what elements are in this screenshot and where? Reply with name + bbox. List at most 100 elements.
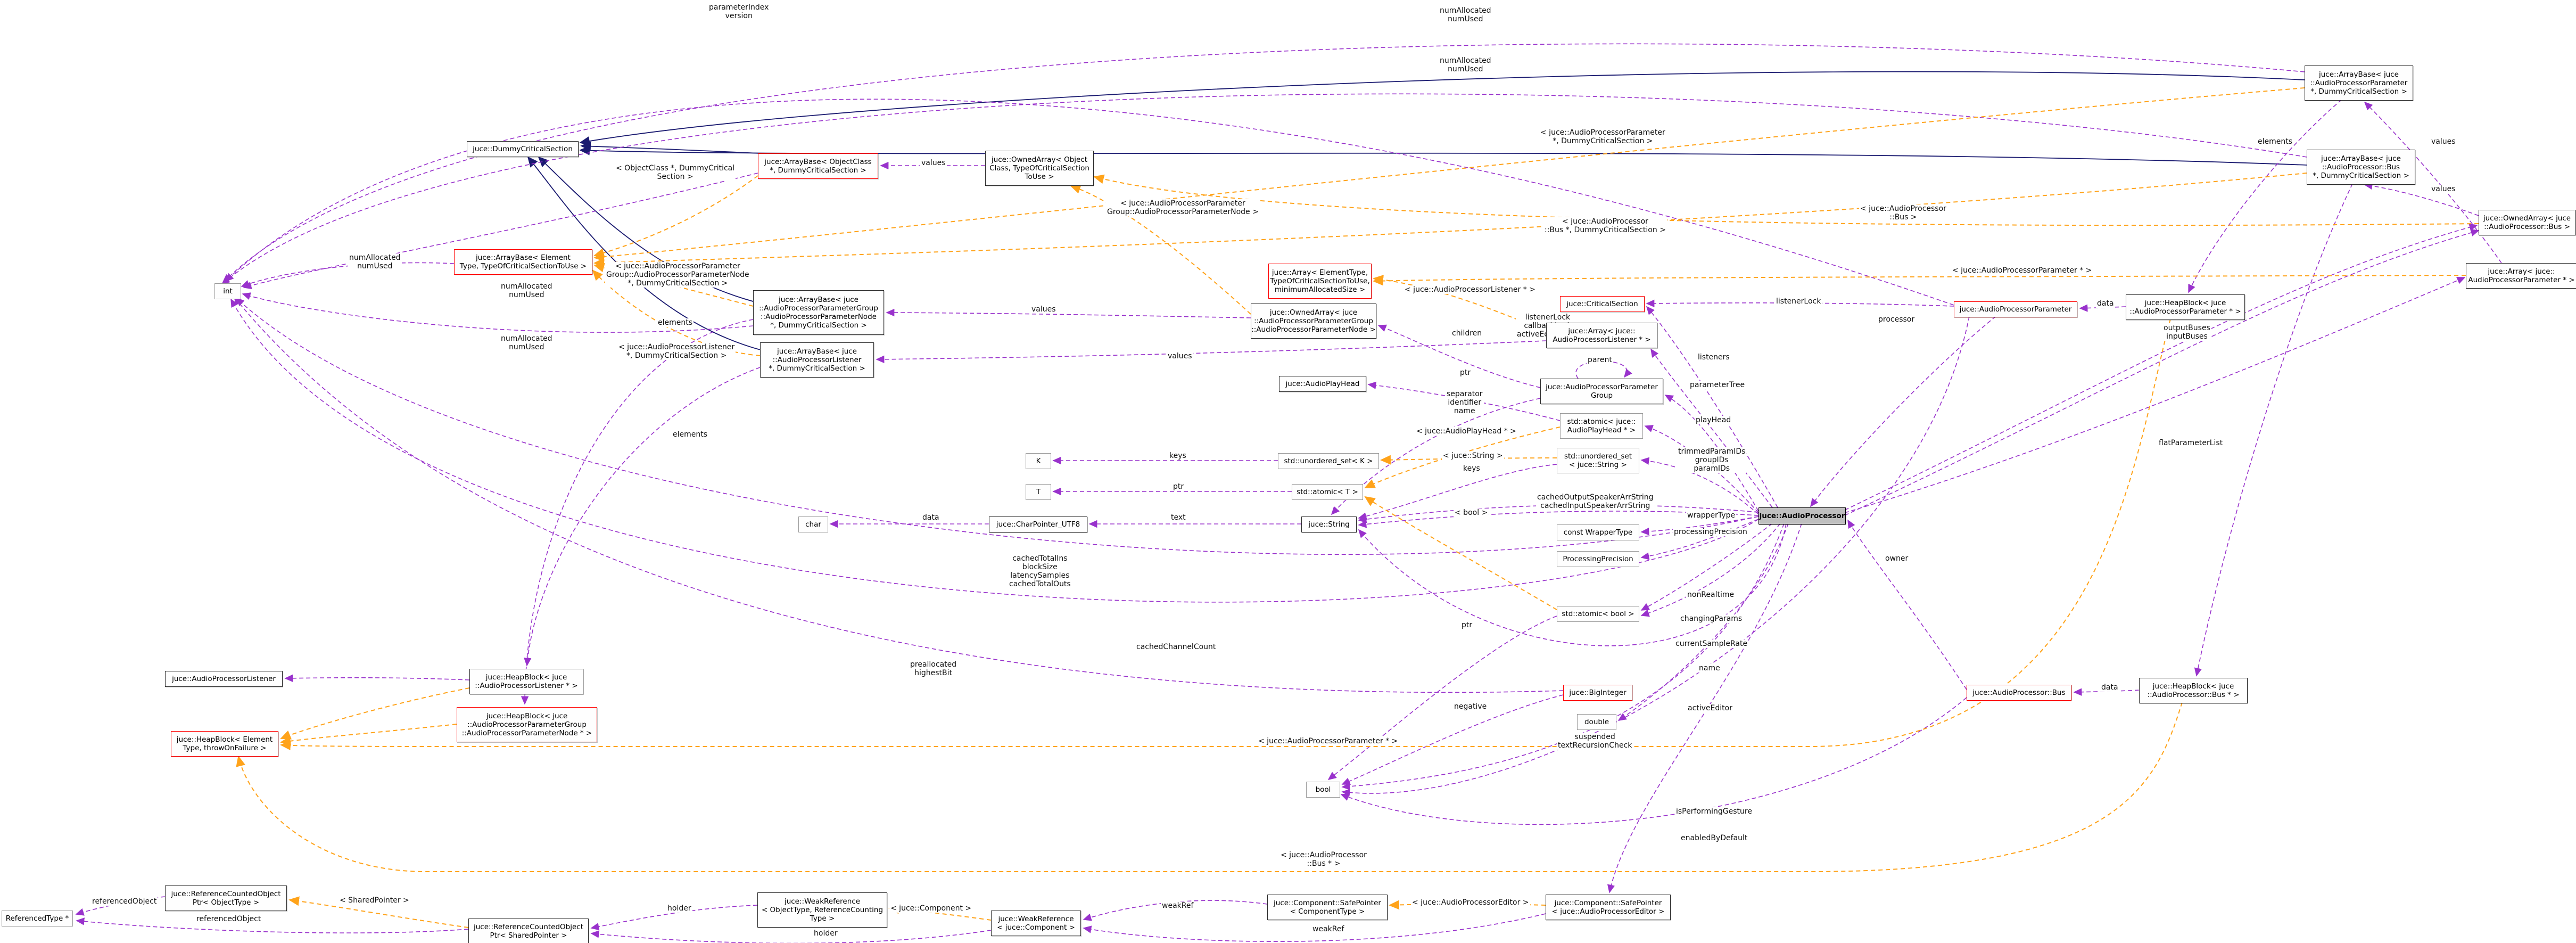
edge-use-41	[1844, 229, 2480, 516]
edge-label: listenerLock	[1775, 297, 1822, 306]
class-node-string[interactable]: juce::String	[1301, 516, 1357, 532]
class-node-int: int	[214, 283, 241, 299]
edge-label: < juce::String >	[1442, 452, 1504, 460]
class-node-safepointer-componenttype[interactable]: juce::Component::SafePointer < Component…	[1267, 895, 1388, 920]
class-node-arraybase-parameternode[interactable]: juce::ArrayBase< juce ::AudioProcessorPa…	[753, 290, 884, 335]
class-node-atomic-t: std::atomic< T >	[1292, 484, 1363, 500]
edge-label: < juce::AudioProcessorParameter * >	[1951, 266, 2093, 275]
edge-use-58	[1341, 316, 1970, 797]
edge-label: listeners	[1697, 353, 1731, 362]
edge-label: values	[1167, 352, 1193, 360]
edge-label: < juce::AudioProcessorListener *, DummyC…	[617, 343, 736, 360]
edge-use-46	[2194, 183, 2353, 677]
edge-use-37	[1847, 519, 1967, 690]
class-node-atomic-bool: std::atomic< bool >	[1557, 606, 1639, 622]
class-node-ownedarray-bus[interactable]: juce::OwnedArray< juce ::AudioProcessor:…	[2479, 210, 2575, 235]
edge-use-15	[221, 93, 2307, 285]
class-node-audioprocessor-parameter[interactable]: juce::AudioProcessorParameter	[1954, 301, 2077, 317]
class-node-arraybase-elementtype[interactable]: juce::ArrayBase< Element Type, TypeOfCri…	[454, 249, 592, 275]
class-node-arraybase-objectclass[interactable]: juce::ArrayBase< ObjectClass *, DummyCri…	[758, 153, 878, 179]
edge-use-8	[521, 319, 754, 705]
edge-label: elements	[657, 318, 694, 327]
edge-label: separator identifier name	[1446, 390, 1484, 415]
edge-label: nonRealtime	[1686, 591, 1736, 599]
edge-label: < ObjectClass *, DummyCritical Section >	[615, 164, 736, 181]
edge-label: ptr	[1459, 368, 1472, 377]
class-node-processing-precision: ProcessingPrecision	[1557, 551, 1639, 567]
class-node-char: char	[798, 516, 828, 532]
class-node-array-listener[interactable]: juce::Array< juce:: AudioProcessorListen…	[1546, 323, 1657, 348]
edge-label: keys	[1168, 452, 1187, 460]
edge-tmpl-82	[288, 896, 469, 928]
edge-inherit-3	[579, 71, 2305, 146]
edge-label: < SharedPointer >	[338, 896, 410, 905]
edge-tmpl-66	[593, 175, 758, 258]
class-node-big-integer[interactable]: juce::BigInteger	[1563, 685, 1632, 701]
class-node-heapblock-parameternode[interactable]: juce::HeapBlock< juce ::AudioProcessorPa…	[457, 707, 597, 742]
edge-label: ptr	[1172, 482, 1185, 491]
class-node-rcop-objecttype[interactable]: juce::ReferenceCountedObject Ptr< Object…	[165, 885, 287, 911]
class-node-heapblock-elementtype[interactable]: juce::HeapBlock< Element Type, throwOnFa…	[171, 731, 278, 757]
edge-label: weakRef	[1161, 901, 1195, 910]
edge-use-13	[225, 99, 1954, 306]
edge-label: < juce::AudioProcessor ::Bus >	[1859, 204, 1947, 222]
edge-label: keys	[1462, 464, 1481, 473]
edge-use-45	[2188, 99, 2342, 293]
class-node-dummy-critical-section[interactable]: juce::DummyCriticalSection	[467, 141, 579, 157]
class-node-ownedarray-objectclass[interactable]: juce::OwnedArray< Object Class, TypeOfCr…	[985, 151, 1094, 186]
edge-use-16	[235, 297, 1759, 555]
edge-label: wrapperType	[1686, 511, 1737, 520]
edge-label: processor	[1877, 315, 1916, 324]
class-node-k: K	[1026, 453, 1051, 469]
class-node-arraybase-listener[interactable]: juce::ArrayBase< juce ::AudioProcessorLi…	[760, 342, 874, 378]
class-node-audioprocessor-listener[interactable]: juce::AudioProcessorListener	[165, 671, 283, 687]
edge-use-54	[1327, 616, 1557, 780]
class-node-arraybase-bus[interactable]: juce::ArrayBase< juce ::AudioProcessor::…	[2307, 150, 2415, 185]
edge-label: preallocated highestBit	[909, 660, 958, 677]
edge-label: isPerformingGesture	[1675, 807, 1753, 816]
edge-label: < juce::AudioProcessorListener * >	[1403, 285, 1537, 294]
edge-label: < juce::Component >	[889, 904, 973, 913]
edge-use-47	[1377, 324, 1541, 388]
class-node-safepointer-editor[interactable]: juce::Component::SafePointer < juce::Aud…	[1546, 895, 1671, 920]
edge-tmpl-81	[236, 702, 2183, 872]
class-node-array-elementtype[interactable]: juce::Array< ElementType, TypeOfCritical…	[1268, 264, 1372, 299]
edge-label: children	[1451, 329, 1483, 338]
edge-tmpl-77	[1364, 496, 1557, 610]
class-node-weakreference-component[interactable]: juce::WeakReference < juce::Component >	[991, 911, 1081, 936]
class-node-audio-playhead[interactable]: juce::AudioPlayHead	[1279, 376, 1366, 392]
class-node-arraybase-parameter[interactable]: juce::ArrayBase< juce ::AudioProcessorPa…	[2305, 65, 2413, 101]
class-node-critical-section[interactable]: juce::CriticalSection	[1560, 296, 1645, 312]
edge-label: playHead	[1695, 416, 1732, 424]
class-node-heapblock-listener[interactable]: juce::HeapBlock< juce ::AudioProcessorLi…	[469, 669, 583, 694]
class-node-array-parameter[interactable]: juce::Array< juce:: AudioProcessorParame…	[2466, 263, 2576, 289]
edge-tmpl-84	[1389, 900, 1546, 910]
edge-label: parameterTree	[1689, 381, 1746, 389]
class-node-heapblock-parameter[interactable]: juce::HeapBlock< juce ::AudioProcessorPa…	[2126, 294, 2245, 320]
class-node-audioprocessor-bus[interactable]: juce::AudioProcessor::Bus	[1967, 685, 2071, 701]
class-node-weakreference-objecttype[interactable]: juce::WeakReference < ObjectType, Refere…	[757, 892, 887, 928]
edge-label: < juce::AudioProcessorParameter *, Dummy…	[1539, 128, 1666, 145]
class-node-rcop-sharedpointer[interactable]: juce::ReferenceCountedObject Ptr< Shared…	[468, 919, 589, 943]
edge-label: holder	[813, 929, 839, 938]
class-node-ownedarray-parameternode[interactable]: juce::OwnedArray< juce ::AudioProcessorP…	[1251, 304, 1376, 339]
edge-label: cachedChannelCount	[1135, 643, 1217, 651]
class-node-audio-processor[interactable]: juce::AudioProcessor	[1758, 507, 1846, 524]
edge-label: processingPrecision	[1673, 528, 1748, 536]
edge-label: numAllocated numUsed	[500, 334, 554, 351]
edge-inherit-2	[527, 156, 767, 352]
edge-label: text	[1170, 513, 1187, 522]
edge-use-11	[242, 292, 754, 333]
edge-inherit-1	[538, 156, 762, 304]
edge-label: < juce::AudioProcessorParameter Group::A…	[1106, 199, 1260, 216]
edge-label: flatParameterList	[2158, 439, 2224, 447]
class-node-charpointer-utf8[interactable]: juce::CharPointer_UTF8	[989, 516, 1087, 532]
edge-use-21	[1646, 306, 1778, 508]
edge-label: values	[2430, 185, 2457, 193]
edge-use-36	[1607, 523, 1802, 893]
edge-use-18	[233, 296, 1564, 693]
edge-label: parent	[1587, 356, 1613, 364]
class-node-unordered-set-k: std::unordered_set< K >	[1278, 453, 1379, 469]
class-node-heapblock-bus[interactable]: juce::HeapBlock< juce ::AudioProcessor::…	[2139, 678, 2248, 703]
class-node-parameter-group[interactable]: juce::AudioProcessorParameter Group	[1540, 379, 1663, 404]
